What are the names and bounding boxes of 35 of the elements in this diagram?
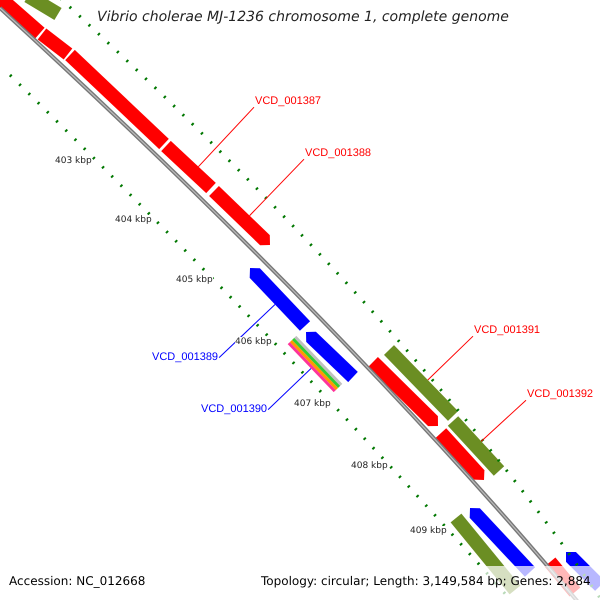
gene-bar (384, 345, 458, 421)
genome-summary-text: Topology: circular; Length: 3,149,584 bp; Genes: 2,884 (261, 574, 591, 588)
gene-bar (306, 332, 358, 382)
gene-bar (161, 140, 216, 194)
leader-line (198, 106, 254, 168)
scale-label: 407 kbp (294, 399, 331, 410)
gene-label: VCD_001392 (527, 388, 594, 402)
leader-line (427, 336, 474, 380)
scale-label: 405 kbp (176, 275, 213, 286)
gene-feature (288, 336, 342, 392)
scale-label: 409 kbp (410, 526, 447, 537)
scale-label: 403 kbp (55, 156, 92, 167)
gene-bar (448, 416, 504, 476)
gene-bar (38, 28, 72, 60)
gene-bar (65, 50, 169, 150)
gene-bar (209, 186, 270, 246)
leader-line (218, 304, 276, 358)
scale-label: 408 kbp (351, 461, 388, 472)
leader-line (249, 158, 304, 216)
gene-label: VCD_001389 (152, 351, 218, 364)
gene-label: VCD_001387 (255, 95, 322, 108)
gene-bar (24, 0, 62, 20)
scale-label: 406 kbp (235, 337, 272, 348)
leader-line (268, 368, 312, 410)
gene-label: VCD_001390 (201, 403, 268, 416)
title: Vibrio cholerae MJ-1236 chromosome 1, complete genome (97, 9, 509, 26)
gene-bar (0, 0, 45, 38)
gene-bar (368, 357, 438, 426)
gene-label: VCD_001391 (474, 324, 540, 338)
gene-bar (436, 428, 484, 480)
gene-bar (250, 268, 310, 331)
accession-text: Accession: NC_012668 (9, 574, 146, 588)
scale-label: 404 kbp (115, 215, 152, 226)
leader-line (480, 400, 526, 442)
gene-label: VCD_001388 (305, 147, 372, 160)
